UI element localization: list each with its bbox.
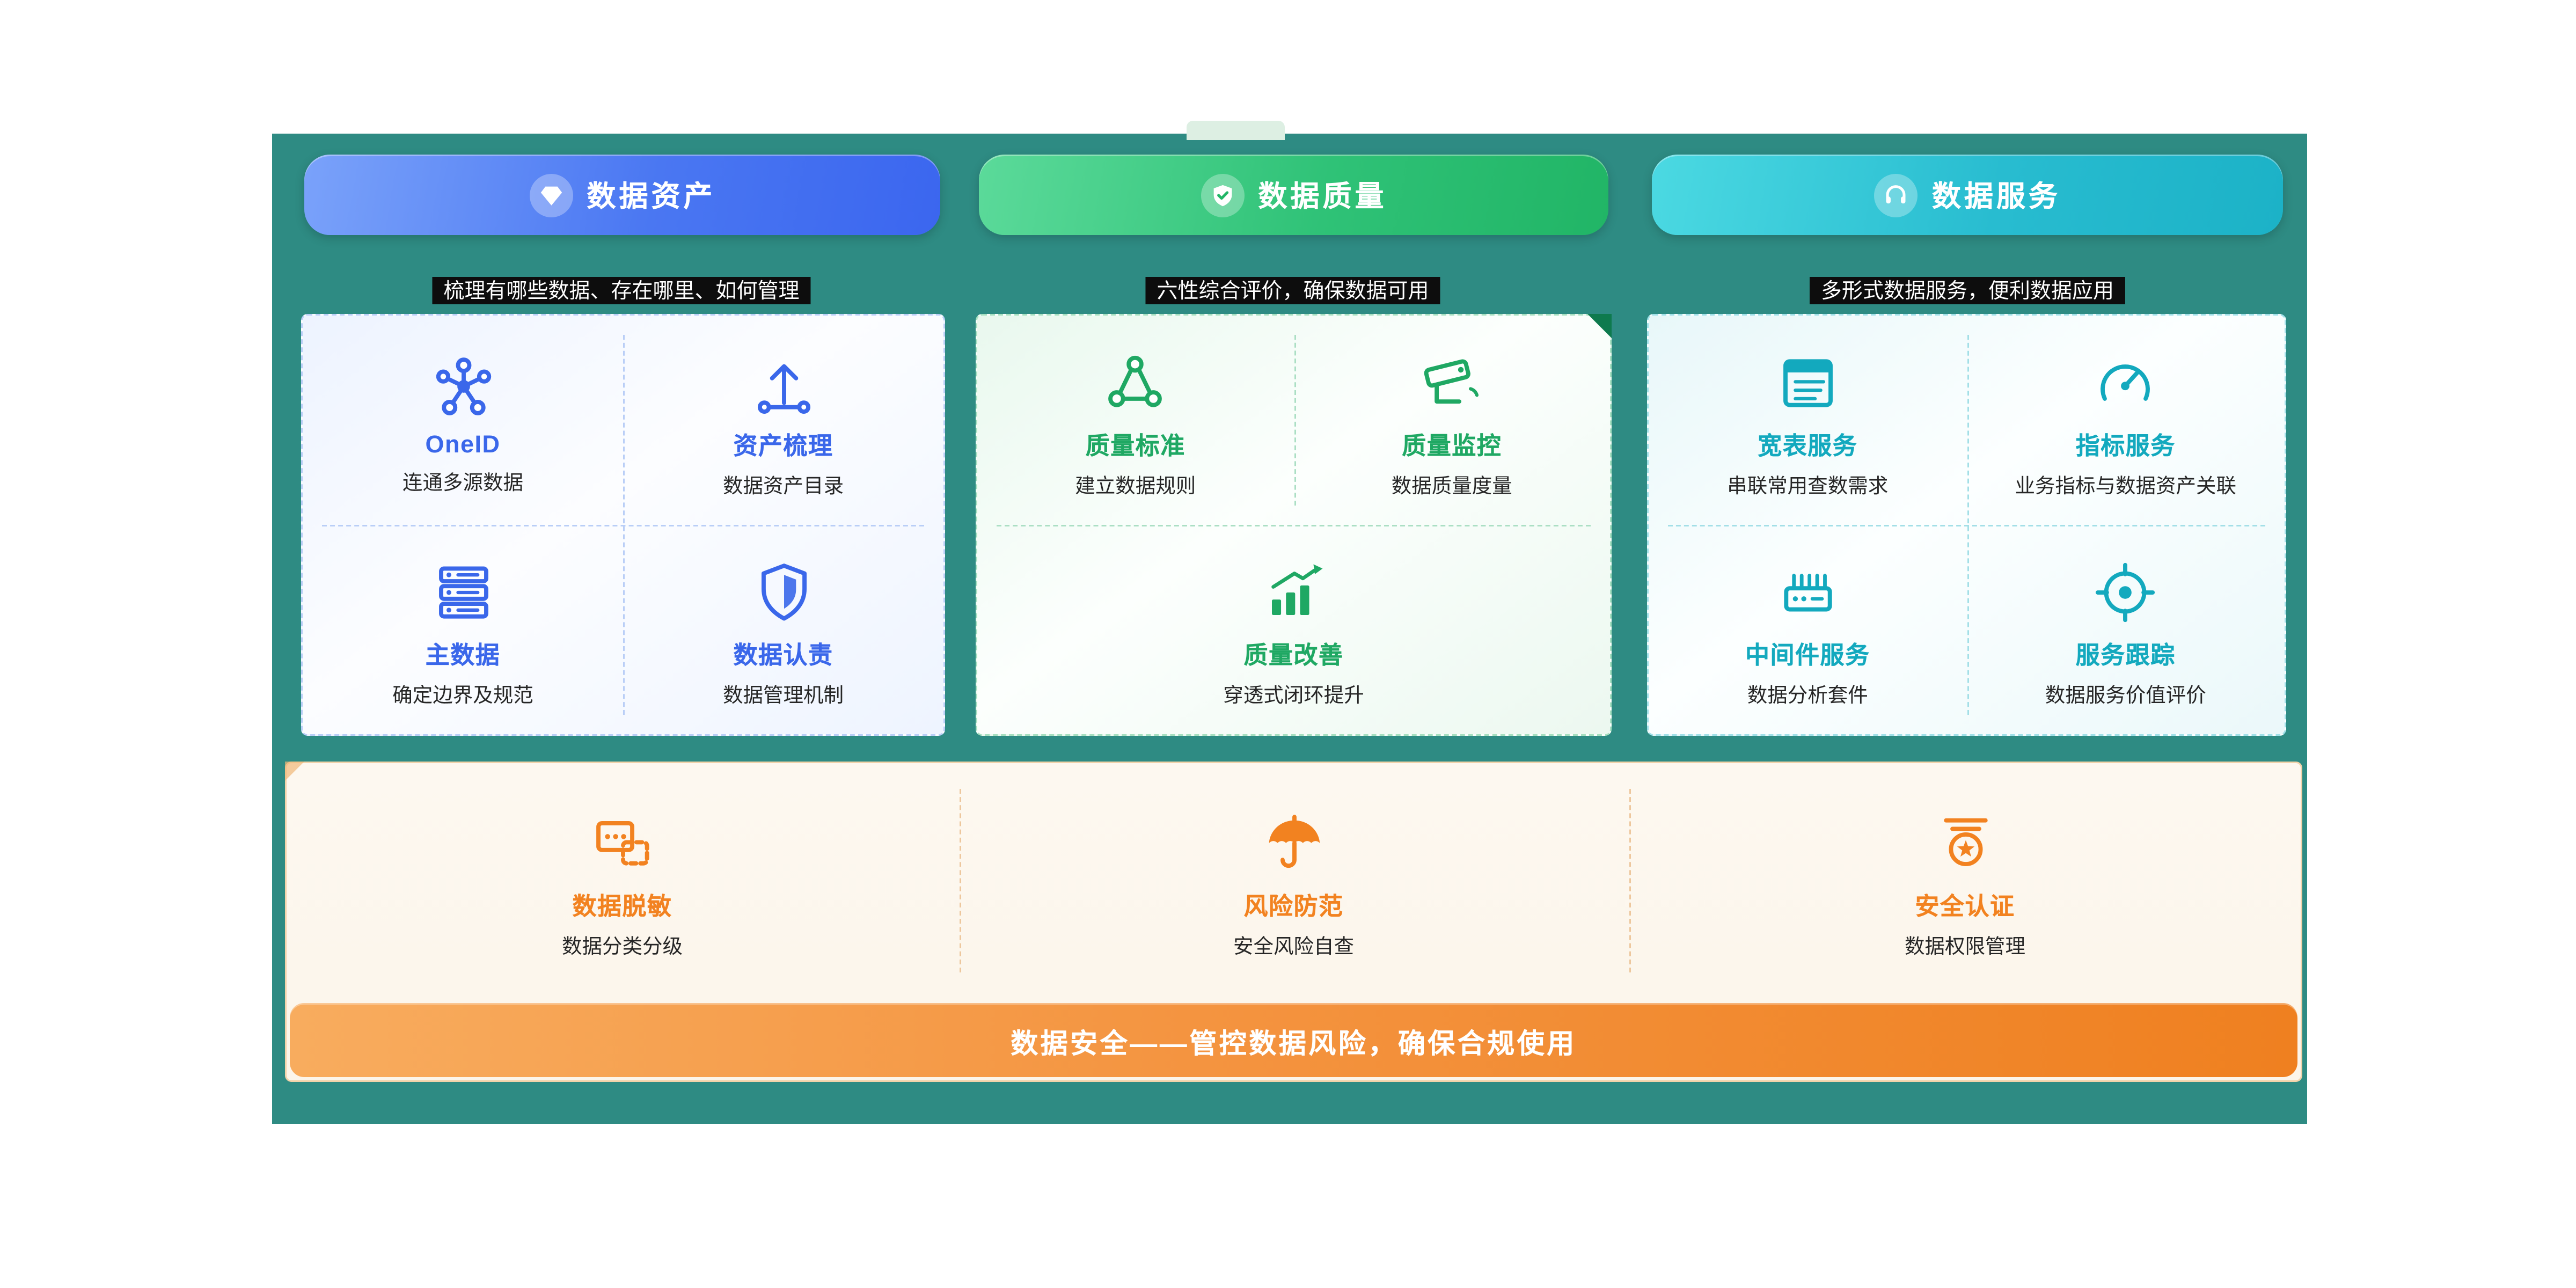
card-title: 服务跟踪 (2075, 641, 2176, 669)
card-desc: 数据质量度量 (1391, 474, 1512, 497)
card-middleware-service: 中间件服务 数据分析套件 (1649, 525, 1967, 734)
shield-icon (750, 552, 817, 626)
panel-data-services: 宽表服务 串联常用查数需求 指标服务 业务指标与数据资产关联 (1647, 314, 2286, 736)
security-items-row: 数据脱敏 数据分类分级 风险防范 安全风险自查 (287, 763, 2301, 998)
card-title: 主数据 (425, 641, 501, 669)
target-icon (2092, 552, 2160, 626)
card-title: 中间件服务 (1745, 641, 1870, 669)
headset-icon (1874, 173, 1918, 217)
card-risk-prevention: 风险防范 安全风险自查 (958, 763, 1629, 998)
card-quality-monitoring: 质量监控 数据质量度量 (1294, 316, 1611, 525)
divider (322, 525, 924, 526)
card-master-data: 主数据 确定边界及规范 (303, 525, 623, 734)
wide-table-icon (1774, 342, 1841, 416)
panel-data-assets: OneID 连通多源数据 资产梳理 数据资产目录 (301, 314, 945, 736)
header-pill-data-services[interactable]: 数据服务 (1652, 155, 2283, 235)
card-desc: 串联常用查数需求 (1727, 474, 1889, 497)
header-pill-data-assets[interactable]: 数据资产 (304, 155, 940, 235)
card-quality-standard: 质量标准 建立数据规则 (977, 316, 1294, 525)
card-desc: 数据分类分级 (561, 934, 683, 957)
card-title: 指标服务 (2075, 432, 2176, 460)
card-desc: 安全风险自查 (1233, 934, 1354, 957)
divider (997, 525, 1591, 526)
certified-badge-icon (1931, 803, 1999, 877)
panel-data-security: 数据脱敏 数据分类分级 风险防范 安全风险自查 (285, 762, 2302, 1082)
database-stack-icon (429, 552, 497, 626)
asset-flow-icon (750, 342, 817, 416)
card-service-tracking: 服务跟踪 数据服务价值评价 (1967, 525, 2285, 734)
card-title: 宽表服务 (1758, 432, 1858, 460)
card-desc: 连通多源数据 (402, 471, 523, 494)
card-desc: 确定边界及规范 (392, 683, 533, 706)
card-security-certification: 安全认证 数据权限管理 (1629, 763, 2301, 998)
card-title: 质量改善 (1243, 641, 1344, 669)
rule-nodes-icon (1102, 342, 1169, 416)
card-title: OneID (425, 430, 501, 458)
card-desc: 数据分析套件 (1747, 683, 1868, 706)
card-title: 风险防范 (1243, 892, 1344, 920)
header-pill-data-quality[interactable]: 数据质量 (979, 155, 1608, 235)
card-title: 质量监控 (1402, 432, 1502, 460)
header-label-services: 数据服务 (1932, 180, 2061, 213)
corner-decoration (1587, 314, 1612, 338)
corner-decoration (285, 762, 304, 781)
diamond-icon (529, 173, 573, 217)
card-desc: 数据服务价值评价 (2045, 683, 2206, 706)
header-label-quality: 数据质量 (1258, 180, 1387, 213)
data-mask-icon (589, 803, 656, 877)
umbrella-icon (1260, 803, 1328, 877)
shield-check-icon (1200, 173, 1244, 217)
card-desc: 数据资产目录 (722, 474, 844, 497)
card-oneid: OneID 连通多源数据 (303, 316, 623, 525)
subtitle-quality: 六性综合评价，确保数据可用 (1145, 277, 1440, 304)
card-metric-service: 指标服务 业务指标与数据资产关联 (1967, 316, 2285, 525)
subtitle-assets: 梳理有哪些数据、存在哪里、如何管理 (432, 277, 811, 304)
card-data-accountability: 数据认责 数据管理机制 (623, 525, 943, 734)
card-title: 质量标准 (1085, 432, 1185, 460)
rising-chart-icon (1260, 552, 1328, 626)
card-desc: 业务指标与数据资产关联 (2015, 474, 2236, 497)
card-quality-improvement: 质量改善 穿透式闭环提升 (977, 525, 1610, 734)
divider (1293, 335, 1296, 506)
network-nodes-icon (429, 346, 497, 420)
card-title: 数据认责 (733, 641, 833, 669)
card-title: 资产梳理 (733, 432, 833, 460)
gauge-icon (2092, 342, 2160, 416)
middleware-icon (1774, 552, 1841, 626)
top-tab-decoration (1187, 121, 1285, 140)
panel-data-quality: 质量标准 建立数据规则 质量监控 数据质量度量 (976, 314, 1612, 736)
subtitle-services: 多形式数据服务，便利数据应用 (1809, 277, 2126, 304)
card-data-masking: 数据脱敏 数据分类分级 (287, 763, 958, 998)
card-desc: 数据管理机制 (722, 683, 844, 706)
card-desc: 数据权限管理 (1904, 934, 2025, 957)
card-desc: 建立数据规则 (1075, 474, 1196, 497)
security-banner: 数据安全——管控数据风险，确保合规使用 (290, 1003, 2297, 1077)
divider (1630, 789, 1632, 972)
card-desc: 穿透式闭环提升 (1223, 683, 1364, 706)
divider (1668, 525, 2265, 526)
card-title: 安全认证 (1915, 892, 2015, 920)
card-asset-sorting: 资产梳理 数据资产目录 (623, 316, 943, 525)
card-title: 数据脱敏 (572, 892, 672, 920)
cctv-camera-icon (1418, 342, 1485, 416)
header-label-assets: 数据资产 (587, 180, 716, 213)
card-wide-table-service: 宽表服务 串联常用查数需求 (1649, 316, 1967, 525)
divider (959, 789, 961, 972)
